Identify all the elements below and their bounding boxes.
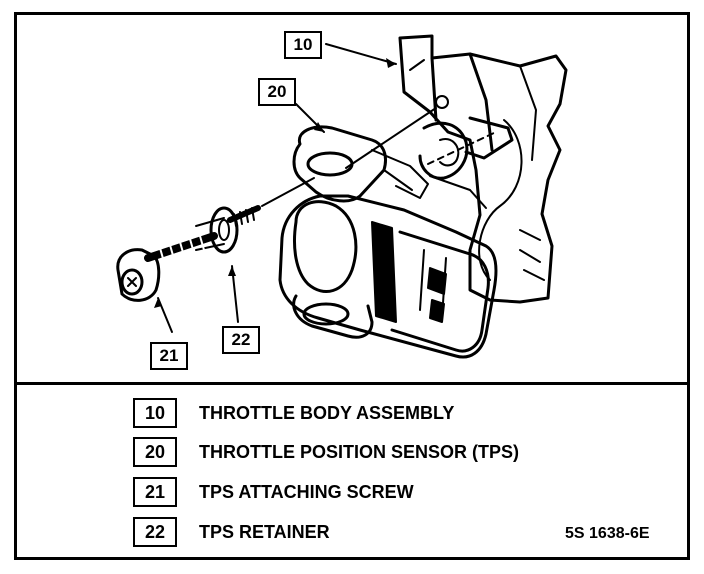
legend-label: TPS ATTACHING SCREW xyxy=(199,482,414,502)
legend-number: 22 xyxy=(133,517,177,547)
legend-divider xyxy=(14,382,690,385)
legend-number: 21 xyxy=(133,477,177,507)
callout-20: 20 xyxy=(258,78,296,106)
throttle-position-sensor xyxy=(278,125,498,359)
legend-label: THROTTLE BODY ASSEMBLY xyxy=(199,403,455,423)
legend-label: THROTTLE POSITION SENSOR (TPS) xyxy=(199,442,520,462)
legend-label: TPS RETAINER xyxy=(199,522,330,542)
callout-22: 22 xyxy=(222,326,260,354)
figure-code: 5S 1638-6E xyxy=(565,525,650,542)
tps-attaching-screw xyxy=(116,232,218,302)
callout-21: 21 xyxy=(150,342,188,370)
figure-frame xyxy=(14,12,690,560)
legend-number: 10 xyxy=(133,398,177,428)
tps-retainer xyxy=(195,206,239,254)
alignment-lines xyxy=(261,107,497,207)
throttle-body-assembly xyxy=(398,34,568,304)
tps-upper-screw xyxy=(227,205,261,227)
legend-number: 20 xyxy=(133,437,177,467)
callout-10: 10 xyxy=(284,31,322,59)
tps-exploded-illustration xyxy=(116,34,568,359)
